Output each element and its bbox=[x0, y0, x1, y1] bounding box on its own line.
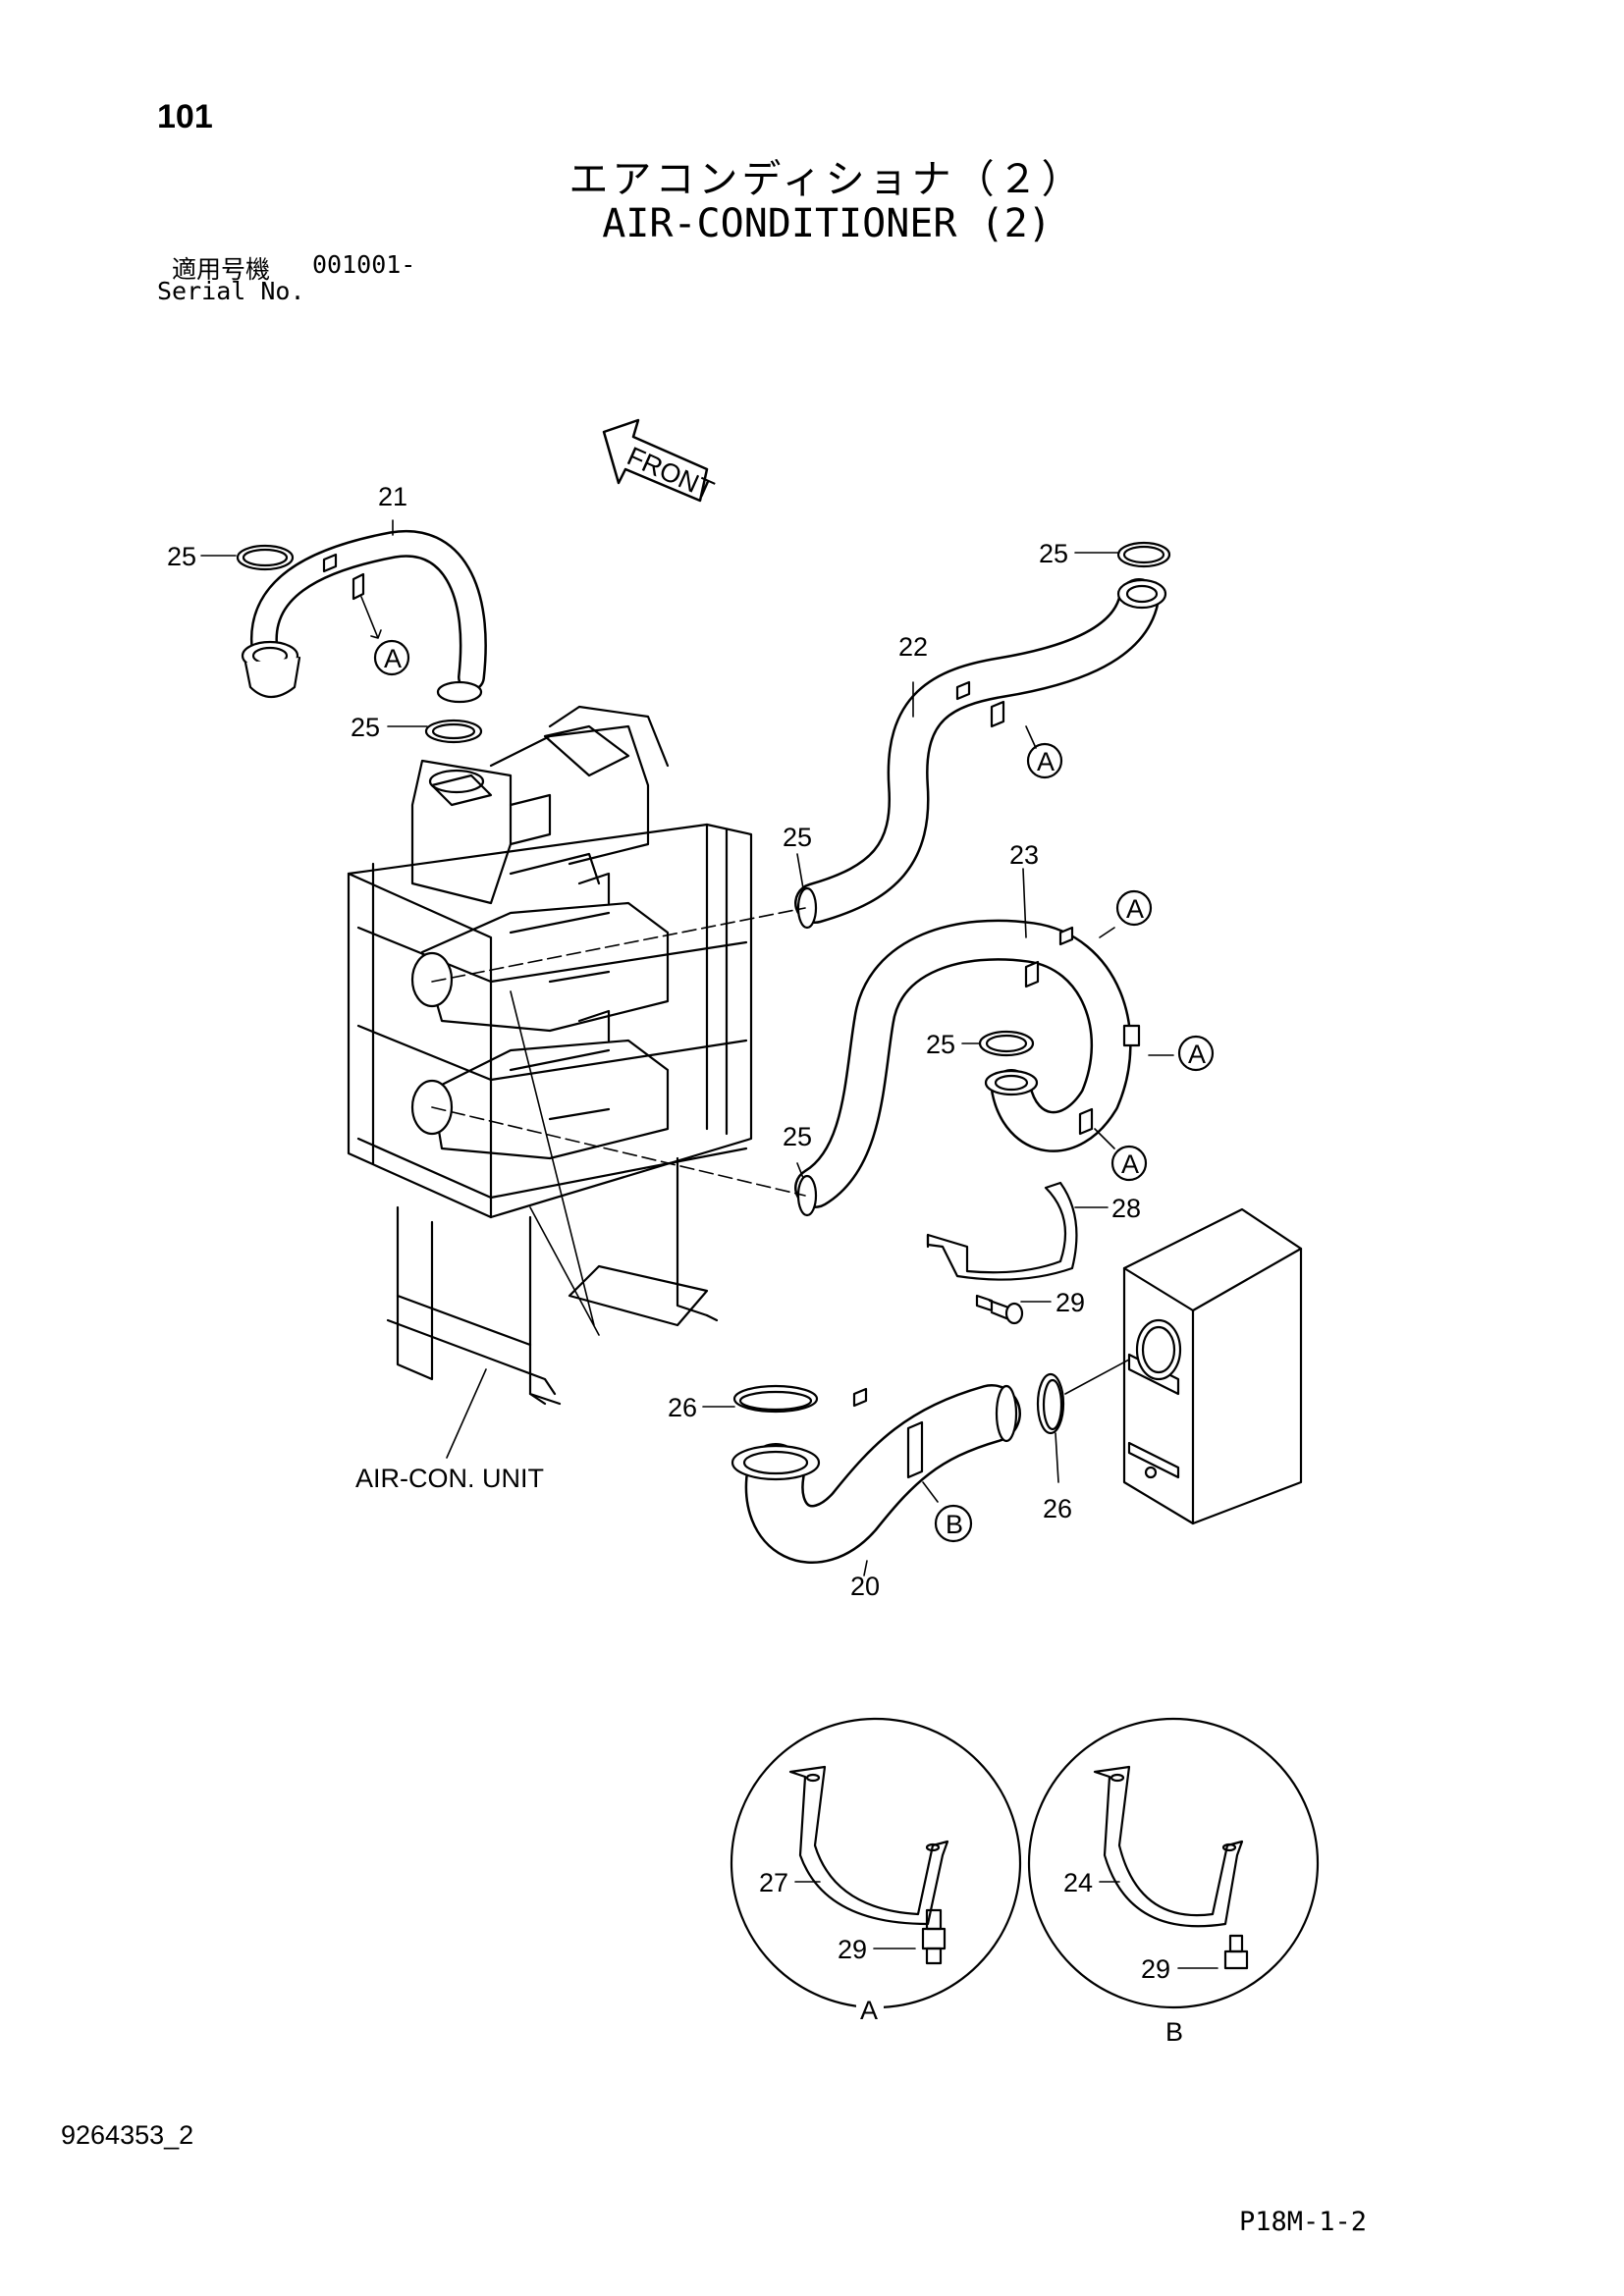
document-id: 9264353_2 bbox=[61, 2120, 194, 2150]
page-title-english: AIR-CONDITIONER (2) bbox=[602, 201, 1052, 246]
callout-26: 26 bbox=[1043, 1494, 1072, 1523]
callout-labels: 21 25 25 25 22 25 23 25 25 28 29 26 26 2… bbox=[167, 482, 1170, 1984]
ref-mark-a: A bbox=[1126, 894, 1144, 924]
duct-21 bbox=[241, 529, 487, 704]
serial-label-japanese: 適用号機 bbox=[172, 255, 271, 284]
callout-22: 22 bbox=[898, 632, 928, 662]
front-label: FRONT bbox=[623, 441, 718, 505]
serial-number-range: 001001- bbox=[312, 250, 416, 279]
callout-28: 28 bbox=[1111, 1194, 1141, 1223]
callout-25: 25 bbox=[926, 1030, 955, 1059]
callout-29: 29 bbox=[1141, 1954, 1170, 1984]
callout-29: 29 bbox=[838, 1935, 867, 1964]
clamp-rings bbox=[236, 541, 1171, 1057]
reference-marks: A A A A A B bbox=[373, 639, 1215, 1543]
detail-a bbox=[730, 1717, 1022, 2009]
callout-23: 23 bbox=[1009, 840, 1039, 870]
callout-25: 25 bbox=[167, 542, 196, 571]
callout-25: 25 bbox=[783, 823, 812, 852]
bolt-29 bbox=[975, 1294, 1024, 1325]
callout-27: 27 bbox=[759, 1868, 788, 1897]
page-number: 101 bbox=[157, 98, 213, 135]
duct-22 bbox=[794, 578, 1167, 930]
callout-21: 21 bbox=[378, 482, 407, 511]
front-arrow-icon: FRONT bbox=[602, 418, 718, 506]
callout-25: 25 bbox=[783, 1122, 812, 1151]
ref-mark-a: A bbox=[1188, 1040, 1206, 1069]
ref-mark-a: A bbox=[1037, 747, 1055, 776]
leader-lines bbox=[200, 519, 1218, 1969]
ref-mark-a: A bbox=[384, 644, 402, 673]
ref-mark-b: B bbox=[946, 1510, 963, 1539]
callout-25: 25 bbox=[1039, 539, 1068, 568]
callout-29: 29 bbox=[1056, 1288, 1085, 1317]
clamp-26 bbox=[732, 1359, 1130, 1435]
bracket-28 bbox=[926, 1181, 1078, 1281]
callout-20: 20 bbox=[850, 1572, 880, 1601]
duct-20 bbox=[731, 1384, 1021, 1564]
callout-26: 26 bbox=[668, 1393, 697, 1422]
callout-24: 24 bbox=[1063, 1868, 1093, 1897]
detail-label-b: B bbox=[1165, 2017, 1183, 2047]
detail-labels: A B bbox=[856, 1995, 1189, 2047]
page-title-japanese: エアコンディショナ（２） bbox=[568, 157, 1085, 202]
callout-25: 25 bbox=[351, 713, 380, 742]
serial-label-english: Serial No. bbox=[157, 277, 305, 305]
duct-23 bbox=[794, 919, 1141, 1217]
ref-mark-a: A bbox=[1121, 1149, 1139, 1179]
air-con-unit bbox=[347, 705, 806, 1406]
detail-label-a: A bbox=[860, 1996, 878, 2025]
page-code: P18M-1-2 bbox=[1239, 2207, 1368, 2237]
air-con-unit-label: AIR-CON. UNIT bbox=[355, 1464, 544, 1493]
detail-b bbox=[1027, 1717, 1320, 2009]
unit-box bbox=[1122, 1207, 1303, 1525]
